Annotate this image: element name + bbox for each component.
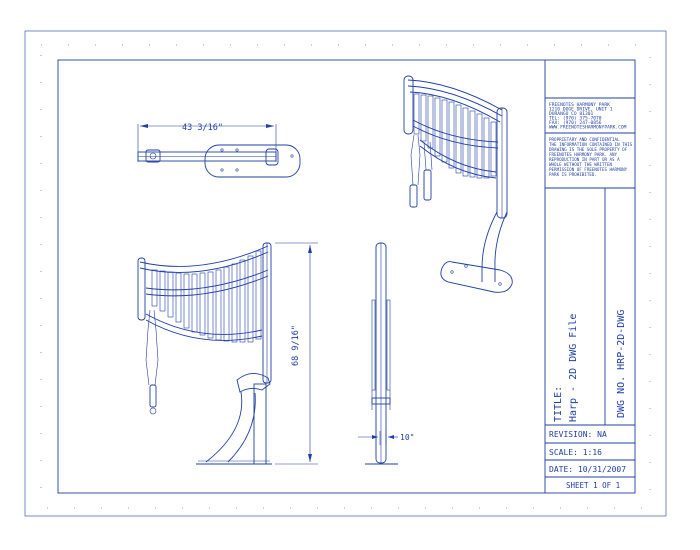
company-line: DURANGO CO 81301: [549, 111, 593, 117]
dim-height: 68 9/16": [291, 325, 301, 366]
company-line: FREENOTES HARMONY PARK: [549, 102, 610, 108]
proprietary-notice: PROPRIETARY AND CONFIDENTIAL THE INFORMA…: [549, 137, 633, 177]
company-line: 1210 DOGE DRIVE, UNIT 1: [549, 107, 613, 113]
top-view: 43 3/16": [137, 123, 301, 178]
isometric-view: [403, 75, 513, 293]
dim-side-offset: 10": [400, 433, 414, 442]
side-view: 10": [358, 242, 414, 465]
company-line: WWW.FREENOTESHARMONYPARK.COM: [549, 125, 627, 131]
title-block: [544, 60, 635, 493]
proprietary-line: THE INFORMATION CONTAINED IN THIS: [549, 142, 633, 147]
dim-top-width: 43 3/16": [182, 123, 223, 133]
sheet-number: SHEET 1 OF 1: [566, 481, 620, 490]
proprietary-line: DRAWING IS THE SOLE PROPERTY OF: [549, 147, 628, 152]
company-info: FREENOTES HARMONY PARK 1210 DOGE DRIVE, …: [549, 102, 627, 131]
company-line: TEL: (970) 375-7070: [549, 116, 602, 122]
revision: REVISION: NA: [549, 430, 607, 439]
title-label: TITLE:: [553, 386, 564, 422]
front-view: 68 9/16": [137, 242, 318, 465]
drawing-number: DWG NO. HRP-2D-DWG: [616, 310, 627, 418]
date: DATE: 10/31/2007: [549, 465, 626, 474]
proprietary-line: FREENOTES HARMONY PARK. ANY: [549, 152, 618, 157]
proprietary-line: WHOLE WITHOUT THE WRITTEN: [549, 162, 613, 167]
proprietary-line: PROPRIETARY AND CONFIDENTIAL: [549, 137, 620, 142]
inner-border: [57, 59, 636, 494]
scale: SCALE: 1:16: [549, 448, 602, 457]
proprietary-line: PARK IS PROHIBITED.: [549, 172, 597, 177]
proprietary-line: PERMISSION OF FREENOTES HARMONY: [549, 167, 628, 172]
drawing-title: Harp - 2D DWG File: [568, 314, 579, 422]
outer-border: [24, 30, 667, 517]
proprietary-line: REPRODUCTION IN PART OR AS A: [549, 157, 620, 162]
company-line: FAX: (970) 247-0856: [549, 120, 602, 126]
